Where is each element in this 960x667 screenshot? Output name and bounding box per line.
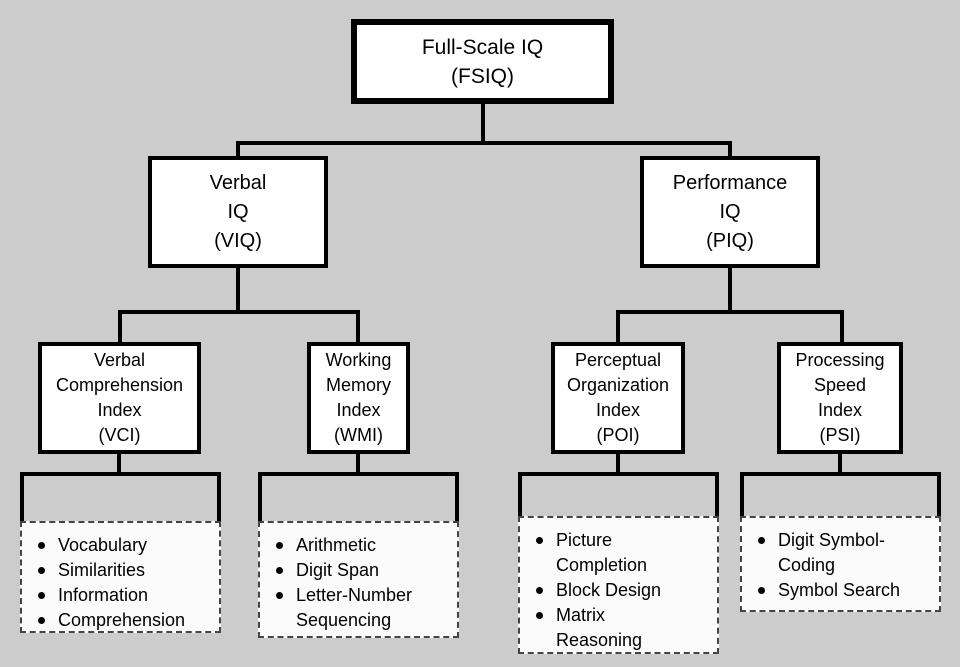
- bullet-icon: [758, 537, 765, 544]
- connector-psi-stem: [838, 454, 842, 476]
- connector-root-bar: [236, 141, 732, 145]
- node-psi-line2: Speed: [813, 375, 867, 395]
- list-item-label: Digit Span: [296, 560, 380, 580]
- list-item: Similarities: [32, 558, 213, 583]
- connector-viq-bar: [118, 310, 360, 314]
- connector-viq-to-wmi: [356, 310, 360, 342]
- node-wmi-line4: (WMI): [334, 425, 383, 445]
- connector-piq-to-poi: [616, 310, 620, 342]
- node-psi-line1: Processing: [795, 350, 885, 370]
- node-full-scale-iq: Full-Scale IQ (FSIQ): [351, 19, 614, 104]
- connector-viq-to-vci: [118, 310, 122, 342]
- connector-piq-stem: [728, 268, 732, 313]
- connector-wmi-stem: [356, 454, 360, 476]
- node-vci-line4: (VCI): [98, 425, 141, 445]
- node-performance-iq-line1: Performance: [672, 171, 788, 194]
- bullet-icon: [758, 587, 765, 594]
- node-processing-speed-index: Processing Speed Index (PSI): [777, 342, 903, 454]
- list-item: Block Design: [530, 578, 711, 603]
- list-item-label: Vocabulary: [58, 535, 148, 555]
- subtest-box-wmi: Arithmetic Digit Span Letter-Number Sequ…: [258, 521, 459, 638]
- list-item: Information: [32, 583, 213, 608]
- list-item-label: Comprehension: [58, 610, 186, 630]
- bullet-icon: [276, 592, 283, 599]
- bullet-icon: [536, 587, 543, 594]
- node-verbal-iq: Verbal IQ (VIQ): [148, 156, 328, 268]
- list-item-label: Picture Completion: [556, 530, 648, 575]
- list-item: Symbol Search: [752, 578, 933, 603]
- node-wmi-line2: Memory: [325, 375, 391, 395]
- connector-root-to-piq: [728, 141, 732, 166]
- list-item: Matrix Reasoning: [530, 603, 711, 653]
- bracket-wmi: [258, 472, 459, 525]
- list-item-label: Letter-Number Sequencing: [296, 585, 413, 630]
- list-item-label: Matrix Reasoning: [556, 605, 643, 650]
- connector-viq-stem: [236, 268, 240, 313]
- node-performance-iq-line2: IQ: [719, 200, 741, 223]
- subtest-list-poi: Picture Completion Block Design Matrix R…: [530, 528, 711, 653]
- node-perceptual-organization-index: Perceptual Organization Index (POI): [551, 342, 685, 454]
- connector-root-to-viq: [236, 141, 240, 166]
- connector-vci-stem: [117, 454, 121, 476]
- node-psi-line3: Index: [817, 400, 863, 420]
- list-item: Arithmetic: [270, 533, 451, 558]
- list-item-label: Digit Symbol- Coding: [778, 530, 886, 575]
- bullet-icon: [38, 567, 45, 574]
- subtest-list-vci: Vocabulary Similarities Information Comp…: [32, 533, 213, 633]
- node-poi-line3: Index: [595, 400, 641, 420]
- node-poi-line1: Perceptual: [574, 350, 662, 370]
- list-item: Letter-Number Sequencing: [270, 583, 451, 633]
- connector-root-stem: [481, 104, 485, 144]
- bracket-poi: [518, 472, 719, 520]
- node-verbal-iq-line1: Verbal: [209, 171, 267, 194]
- bracket-psi: [740, 472, 941, 520]
- list-item: Comprehension: [32, 608, 213, 633]
- node-psi-line4: (PSI): [819, 425, 861, 445]
- bullet-icon: [38, 617, 45, 624]
- list-item-label: Symbol Search: [778, 580, 901, 600]
- bracket-vci: [20, 472, 221, 525]
- subtest-list-wmi: Arithmetic Digit Span Letter-Number Sequ…: [270, 533, 451, 633]
- list-item: Digit Symbol- Coding: [752, 528, 933, 578]
- connector-piq-bar: [616, 310, 844, 314]
- node-wmi-line3: Index: [336, 400, 381, 420]
- node-verbal-iq-line3: (VIQ): [214, 229, 262, 252]
- node-poi-line4: (POI): [596, 425, 640, 445]
- list-item-label: Arithmetic: [296, 535, 377, 555]
- node-wmi-line1: Working: [325, 350, 392, 370]
- subtest-box-poi: Picture Completion Block Design Matrix R…: [518, 516, 719, 654]
- connector-poi-stem: [616, 454, 620, 476]
- connector-piq-to-psi: [840, 310, 844, 342]
- bullet-icon: [38, 542, 45, 549]
- node-verbal-comprehension-index: Verbal Comprehension Index (VCI): [38, 342, 201, 454]
- bullet-icon: [536, 537, 543, 544]
- list-item: Vocabulary: [32, 533, 213, 558]
- bullet-icon: [276, 542, 283, 549]
- list-item: Picture Completion: [530, 528, 711, 578]
- list-item-label: Similarities: [58, 560, 146, 580]
- node-vci-line1: Verbal: [93, 350, 146, 370]
- node-poi-line2: Organization: [566, 375, 670, 395]
- node-verbal-iq-line2: IQ: [227, 200, 249, 223]
- list-item: Digit Span: [270, 558, 451, 583]
- node-full-scale-iq-line2: (FSIQ): [451, 64, 514, 88]
- node-performance-iq-line3: (PIQ): [706, 229, 754, 252]
- node-performance-iq: Performance IQ (PIQ): [640, 156, 820, 268]
- bullet-icon: [276, 567, 283, 574]
- node-full-scale-iq-line1: Full-Scale IQ: [421, 35, 544, 59]
- list-item-label: Block Design: [556, 580, 662, 600]
- node-vci-line3: Index: [97, 400, 142, 420]
- list-item-label: Information: [58, 585, 149, 605]
- node-working-memory-index: Working Memory Index (WMI): [307, 342, 410, 454]
- subtest-box-vci: Vocabulary Similarities Information Comp…: [20, 521, 221, 633]
- bullet-icon: [536, 612, 543, 619]
- subtest-box-psi: Digit Symbol- Coding Symbol Search: [740, 516, 941, 612]
- bullet-icon: [38, 592, 45, 599]
- subtest-list-psi: Digit Symbol- Coding Symbol Search: [752, 528, 933, 603]
- node-vci-line2: Comprehension: [55, 375, 184, 395]
